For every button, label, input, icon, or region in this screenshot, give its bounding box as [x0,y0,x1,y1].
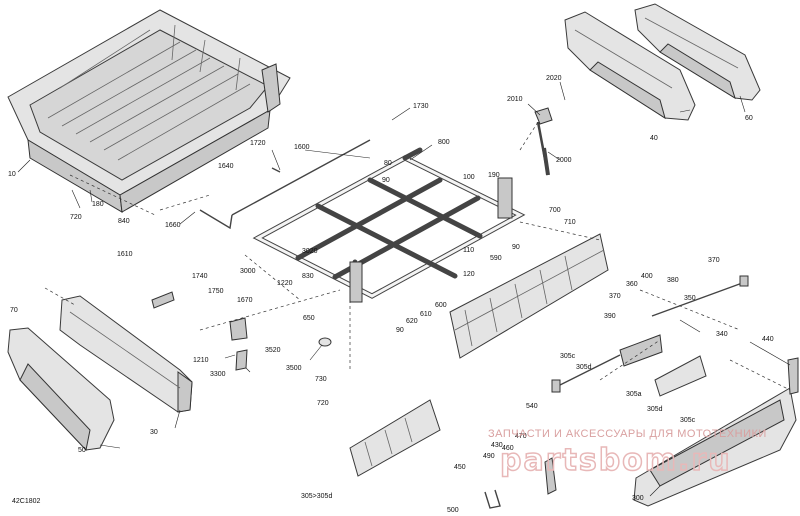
watermark-line2: partsbom.ru [500,443,732,478]
callout-label: 305a [626,391,642,398]
callout-label: 500 [447,507,459,514]
callout-label: 430 [491,442,503,449]
watermark-line1: ЗАПЧАСТИ И АКСЕССУАРЫ ДЛЯ МОТОТЕХНИКИ [488,428,767,440]
callout-label: 70 [10,307,18,314]
callout-label: 730 [315,376,327,383]
side-panel-60-part [634,3,761,101]
tailgate-insert-part [349,399,441,477]
callout-label: 390 [604,313,616,320]
cargo-frame-part [252,147,526,303]
callout-label: 2010 [507,96,523,103]
callout-label: 620 [406,318,418,325]
side-panel-40-part [564,11,696,121]
callout-label: 1720 [250,140,266,147]
callout-label: 1730 [413,103,429,110]
callout-label: 3020 [302,248,318,255]
callout-label: 305c [680,417,696,424]
callout-label: 1610 [117,251,133,258]
callout-label: 720 [70,214,82,221]
callout-label: 1640 [218,163,234,170]
callout-label: 1210 [193,357,209,364]
watermark: ЗАПЧАСТИ И АКСЕССУАРЫ ДЛЯ МОТОТЕХНИКИ pa… [488,428,767,479]
callout-label: 1220 [277,280,293,287]
diagram-code: 42C1802 [12,498,41,505]
callout-label: 110 [463,247,474,254]
callout-label: 650 [303,315,315,322]
alignment-lines [44,121,791,391]
callout-labels: 10 180 720 840 1660 1640 1720 1600 1610 … [8,75,774,514]
callout-label: 600 [435,302,447,309]
callout-label: 540 [526,403,538,410]
callout-label: 1750 [208,288,224,295]
callout-label: 100 [463,174,475,181]
callout-label: 3300 [210,371,226,378]
callout-label: 2020 [546,75,562,82]
callout-label: 380 [667,277,679,284]
callout-label: 50 [78,447,86,454]
callout-label: 370 [708,257,720,264]
callout-label: 590 [490,255,502,262]
latch-assembly-part [551,275,749,397]
callout-label: 460 [502,445,514,452]
callout-label: 305d [647,406,663,413]
callout-label: 350 [684,295,696,302]
callout-label: 400 [641,273,653,280]
callout-label: 490 [483,453,495,460]
callout-label: 60 [745,115,753,122]
callout-label: 80 [384,160,392,167]
callout-label: 10 [8,171,16,178]
callout-label: 1660 [165,222,181,229]
callout-label: 700 [549,207,561,214]
tailgate-inner-part [449,233,609,359]
side-panel-30-part [59,295,193,413]
callout-label: 180 [92,201,104,208]
callout-label: 30 [150,429,158,436]
callout-label: 360 [626,281,638,288]
callout-label: 3520 [265,347,281,354]
callout-label: 1740 [192,273,208,280]
callout-label: 2000 [556,157,572,164]
callout-label: 1600 [294,144,310,151]
callout-label: 3500 [286,365,302,372]
callout-label: 830 [302,273,314,280]
callout-label: 190 [488,172,500,179]
callout-label: 450 [454,464,466,471]
hinge-440-part [787,357,799,395]
callout-label: 90 [512,244,520,251]
callout-label: 710 [564,219,576,226]
callout-label: 90 [396,327,404,334]
callout-label: 610 [420,311,432,318]
callout-label: 370 [609,293,621,300]
leader-lines [17,81,791,497]
callout-label: 440 [762,336,774,343]
callout-label: 720 [317,400,329,407]
callout-label: 840 [118,218,130,225]
callout-label: 1670 [237,297,253,304]
release-rod-part [199,139,371,230]
callout-label: 40 [650,135,658,142]
gas-strut-part [534,107,553,176]
strap-brackets-part [151,291,557,509]
callout-label: 305>305d [301,493,332,500]
callout-label: 800 [438,139,450,146]
callout-label: 305c [560,353,576,360]
callout-label: 300 [632,495,644,502]
callout-label: 305d [576,364,592,371]
callout-label: 90 [382,177,390,184]
callout-label: 340 [716,331,728,338]
callout-label: 120 [463,271,475,278]
side-panel-50-part [7,327,115,452]
callout-label: 3000 [240,268,256,275]
cargo-box-part [7,9,291,213]
callout-label: 470 [515,433,527,440]
